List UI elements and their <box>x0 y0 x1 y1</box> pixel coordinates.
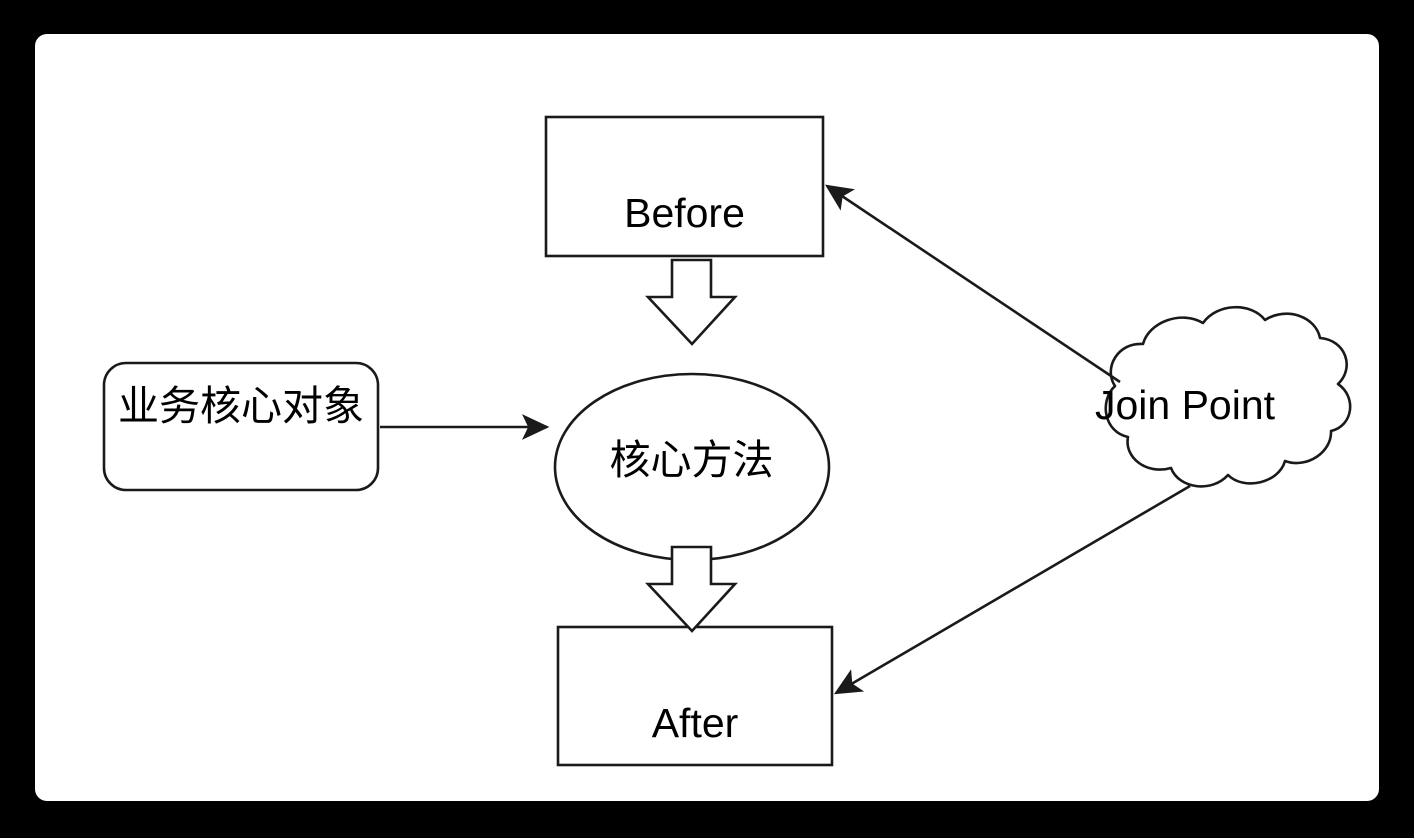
diagram-svg <box>102 115 1352 767</box>
node-before-shape[interactable] <box>544 115 825 258</box>
edge-joinpoint-to-after <box>833 484 1191 695</box>
edge-joinpoint-to-before <box>825 184 1121 384</box>
node-core-method-shape[interactable] <box>553 372 831 562</box>
node-core-object-shape[interactable] <box>102 361 380 492</box>
edge-method-to-after-block-arrow <box>645 545 738 633</box>
node-after-shape[interactable] <box>556 625 834 767</box>
edge-before-to-method-block-arrow <box>645 258 738 346</box>
node-join-point-shape[interactable] <box>1104 305 1352 488</box>
diagram-canvas: Before 业务核心对象 核心方法 After Join Point <box>35 34 1379 801</box>
